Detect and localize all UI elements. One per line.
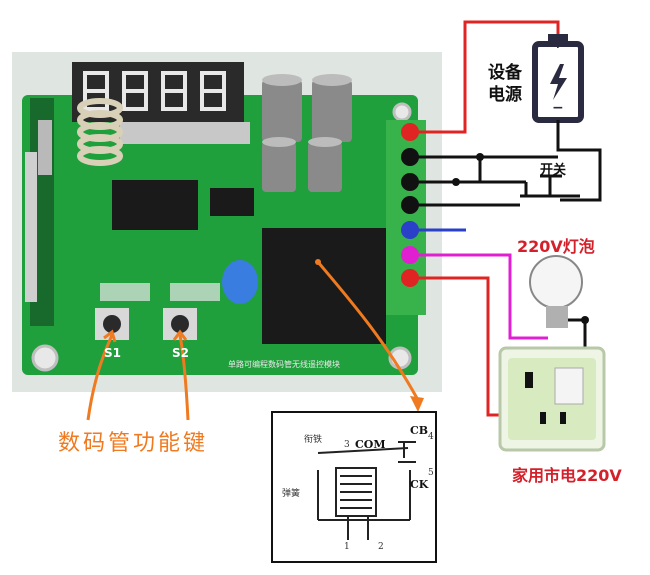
terminal-screws	[401, 123, 419, 287]
s1-button-cap[interactable]	[103, 315, 121, 333]
junction	[581, 316, 589, 324]
s1-label: S1	[104, 346, 121, 360]
bulb-icon	[529, 255, 583, 328]
relay-arrow	[315, 259, 424, 412]
s2-button-cap[interactable]	[171, 315, 189, 333]
led-row	[170, 283, 220, 301]
schematic-pin5: 5	[428, 468, 434, 478]
schematic-spring: 弹簧	[282, 489, 301, 499]
power-label: 设备 电源	[488, 63, 522, 105]
secondary-ic	[210, 188, 254, 216]
display-base	[120, 122, 250, 144]
schematic-com: COM	[355, 438, 386, 451]
junction	[476, 153, 484, 161]
keys-arrows	[86, 329, 190, 421]
schematic-cb: CB	[410, 424, 429, 437]
red-power-wire	[418, 20, 560, 134]
switch-symbol	[520, 174, 580, 202]
relay-schematic-box	[271, 411, 437, 563]
keys-label: 数码管功能键	[58, 431, 209, 456]
mains-label: 家用市电220V	[512, 466, 622, 485]
battery-plus: +	[552, 36, 564, 52]
led-row	[100, 283, 150, 301]
schematic-pin1: 1	[344, 542, 350, 552]
relay-schematic-drawing	[317, 441, 416, 540]
schematic-pin4: 4	[428, 432, 434, 442]
board-silk-text: 单路可编程数码管无线遥控模块	[228, 360, 340, 369]
schematic-pin3: 3	[344, 440, 350, 450]
mount-hole	[31, 344, 59, 372]
schematic-pin2: 2	[378, 542, 384, 552]
mount-hole	[392, 102, 412, 122]
wall-outlet	[498, 346, 606, 452]
magenta-wire	[418, 253, 548, 340]
switch-label: 开关	[540, 163, 567, 178]
capacitors	[262, 74, 352, 192]
bulb-label: 220V灯泡	[517, 237, 595, 256]
black-wire	[556, 120, 602, 202]
ceramic-capacitor	[222, 260, 258, 304]
schematic-ck: CK	[410, 478, 429, 491]
main-ic	[112, 180, 198, 230]
antenna-coil	[77, 98, 123, 166]
crystal	[38, 120, 52, 175]
black-wire	[418, 155, 482, 184]
schematic-iron: 衔铁	[304, 435, 323, 445]
s2-label: S2	[172, 346, 189, 360]
pin-header	[25, 152, 37, 302]
battery-minus: −	[552, 100, 564, 116]
relay	[262, 228, 386, 344]
